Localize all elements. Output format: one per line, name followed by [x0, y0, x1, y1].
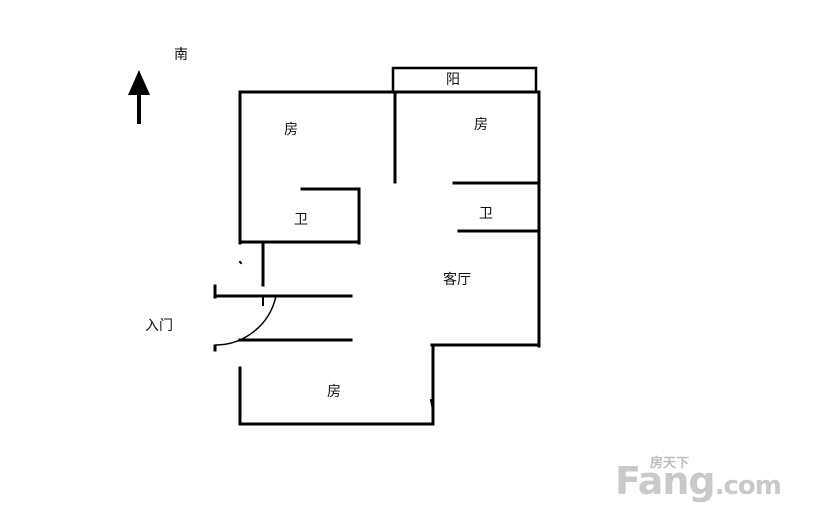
watermark-brand: Fang: [615, 459, 716, 503]
entrance-label: 入门: [145, 318, 173, 334]
room-living-room-label: 客厅: [443, 272, 471, 288]
entry-door-icon: [214, 295, 277, 346]
balcony-outline: [391, 66, 538, 94]
room-bedroom-top-left-label: 房: [284, 122, 298, 138]
room-bedroom-bottom-label: 房: [327, 384, 341, 400]
watermark-cn: 房天下: [650, 456, 690, 471]
room-bedroom-top-right-label: 房: [474, 117, 488, 133]
room-bathroom-left-label: 卫: [294, 212, 308, 228]
walls: [213, 66, 541, 426]
compass-label: 南: [174, 47, 188, 63]
north-arrow-icon: [128, 70, 150, 124]
watermark-suffix: .com: [714, 471, 782, 501]
room-balcony-label: 阳: [446, 72, 460, 88]
watermark-logo: Fang.com: [615, 459, 782, 503]
room-bathroom-right-label: 卫: [479, 206, 493, 222]
